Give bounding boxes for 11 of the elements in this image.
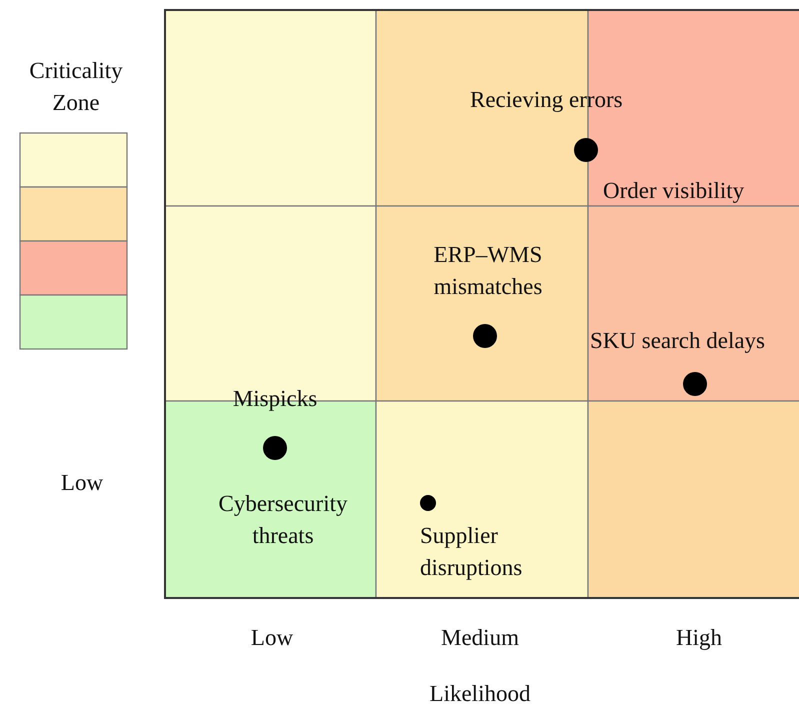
risk-label: ERP–WMS mismatches <box>432 241 544 301</box>
axis-tick-label: High <box>676 624 722 652</box>
risk-label: Cybersecurity threats <box>217 490 348 550</box>
axis-title: Likelihood <box>430 680 530 707</box>
axis-tick-label: Low <box>60 469 104 497</box>
risk-label: Order visibility <box>603 177 744 205</box>
risk-label: SKU search delays <box>590 327 766 355</box>
axis-tick-label: Medium <box>441 624 519 652</box>
axis-tick-label: Low <box>250 624 294 652</box>
legend-title: Criticality Zone <box>28 57 124 117</box>
risk-label: Supplier disruptions <box>420 522 524 582</box>
